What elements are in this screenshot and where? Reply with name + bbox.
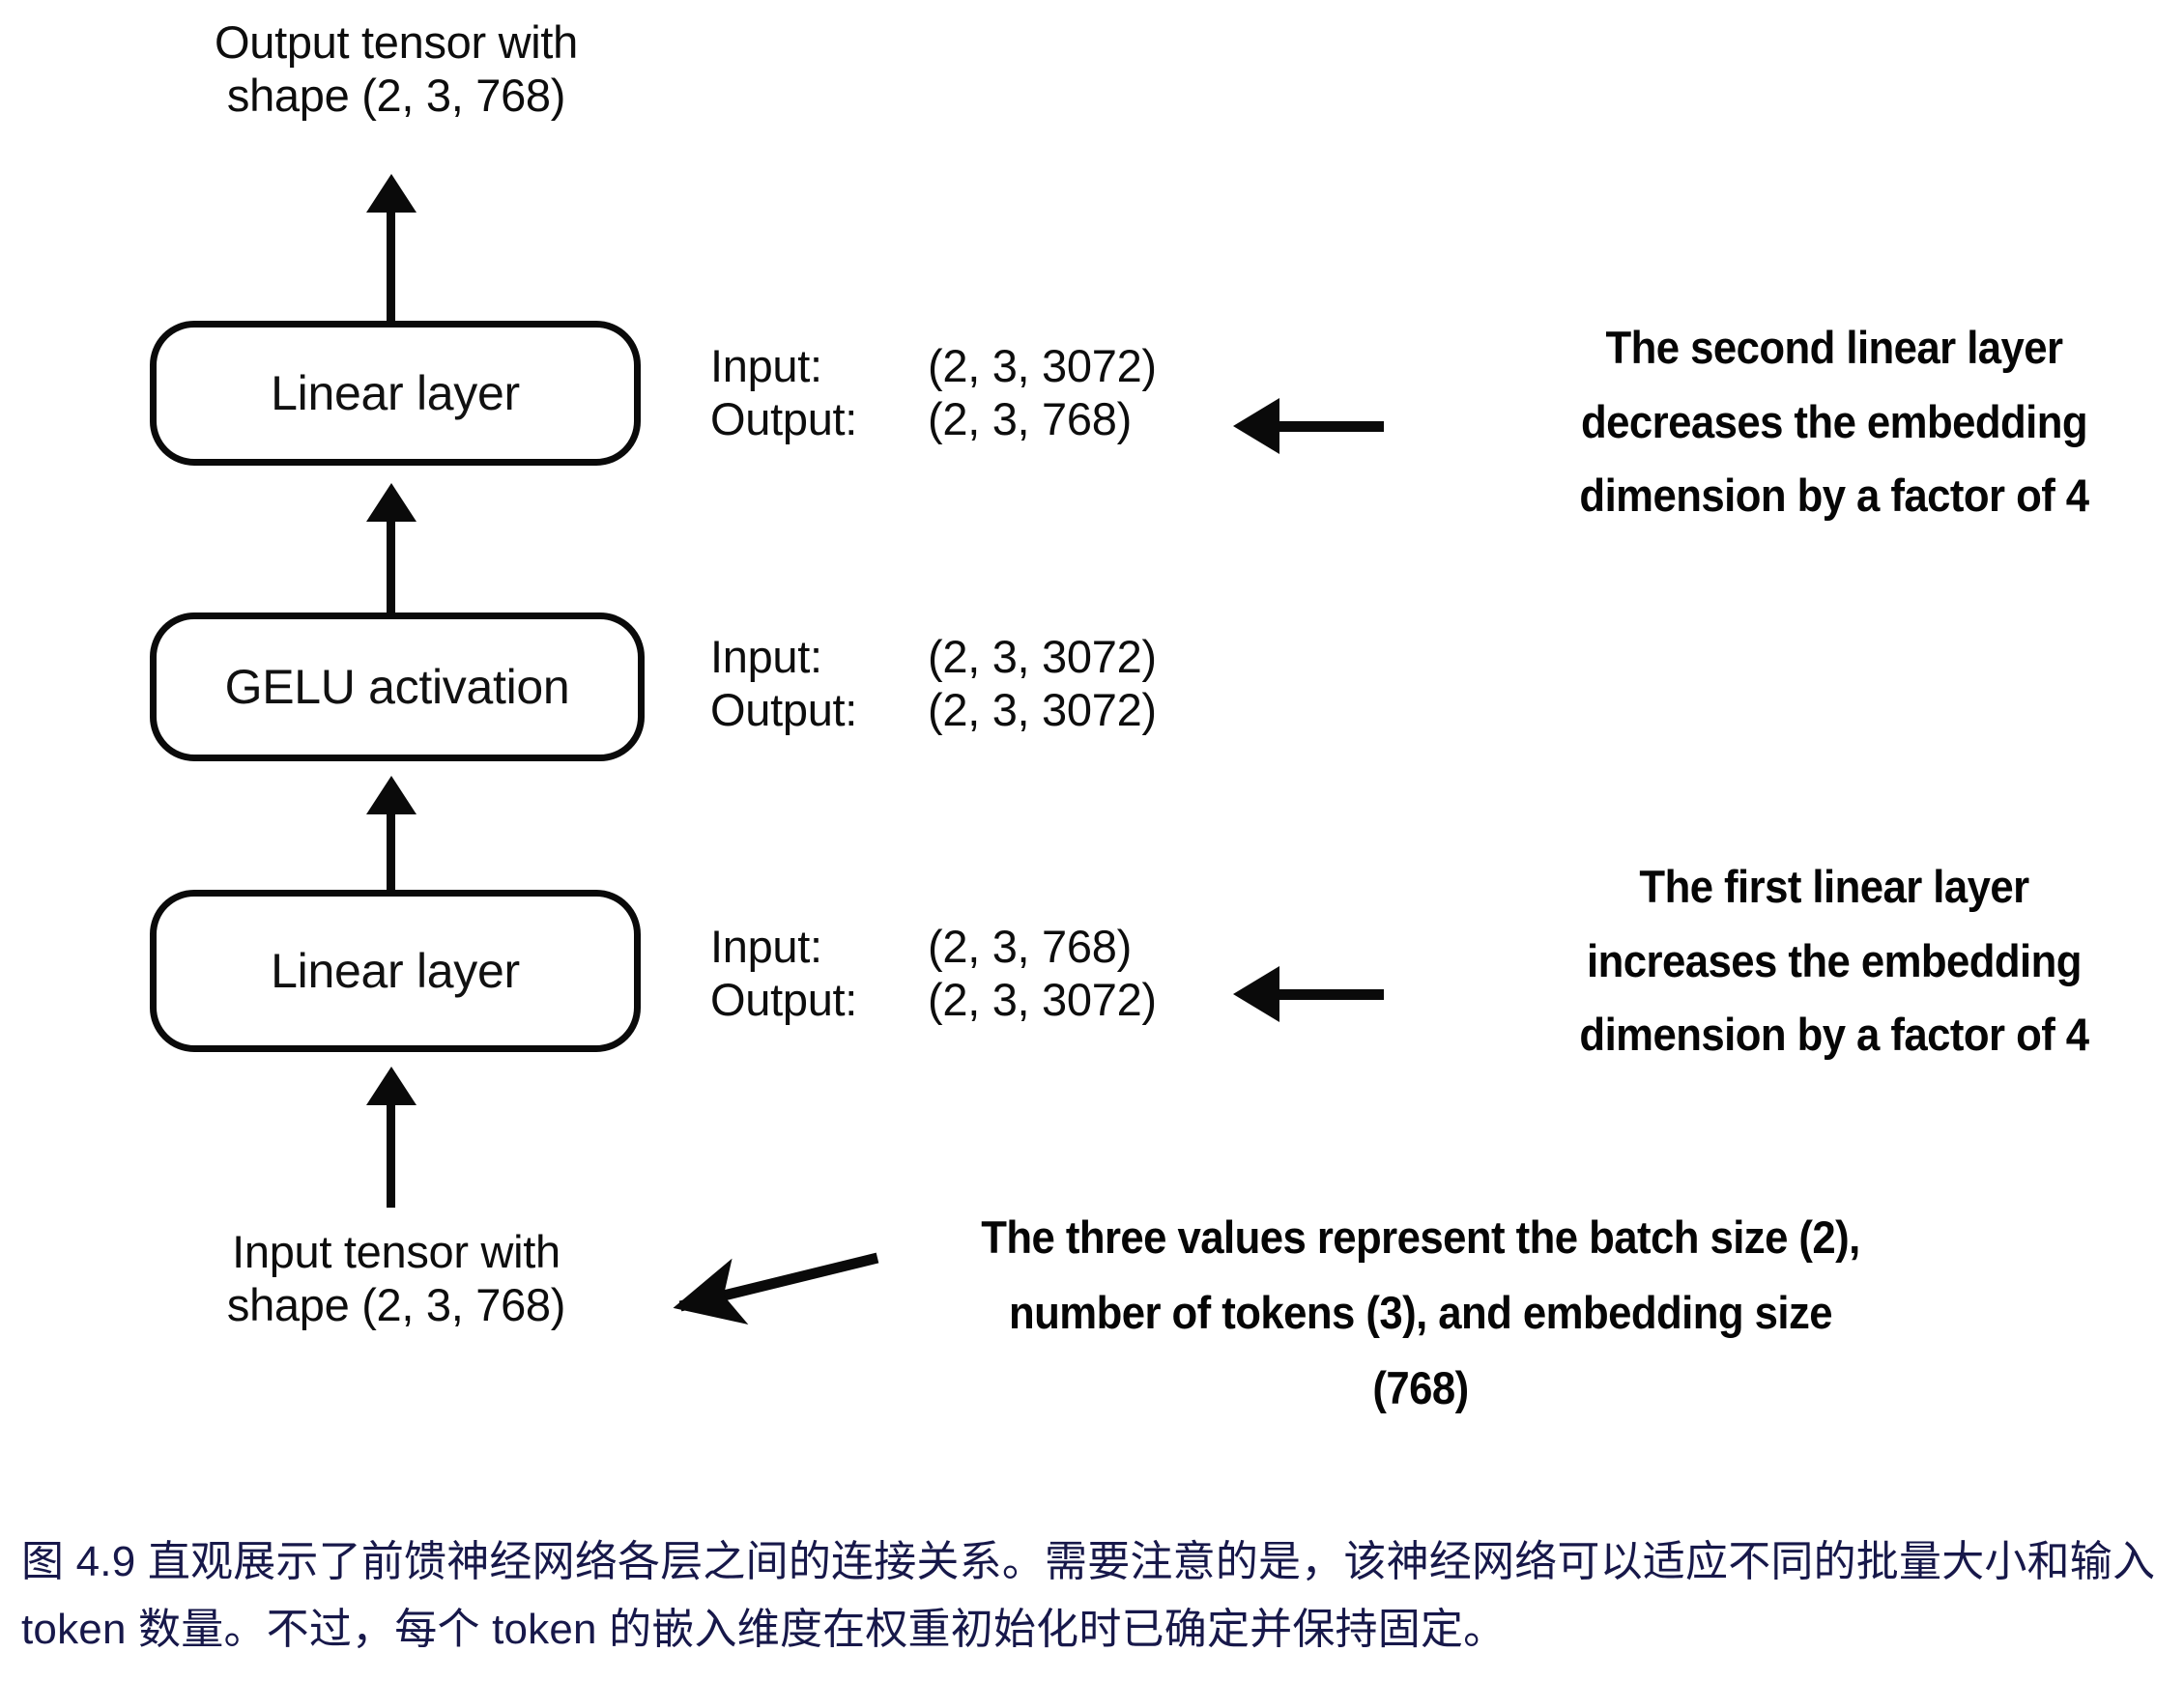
io-output-value: (2, 3, 3072) [928, 973, 1157, 1025]
arrow-left-stem-first-linear [1278, 989, 1384, 1000]
io-output-key: Output: [710, 683, 858, 735]
io-spec-linear-layer-1: Input: (2, 3, 768) Output: (2, 3, 3072) [710, 921, 1157, 1026]
arrow-up-head-gelu-to-linear2 [366, 483, 417, 522]
output-tensor-label: Output tensor with shape (2, 3, 768) [214, 16, 579, 122]
arrow-up-stem-output [387, 211, 395, 322]
node-linear-layer-2[interactable]: Linear layer [150, 321, 641, 466]
io-spec-gelu-activation: Input: (2, 3, 3072) Output: (2, 3, 3072) [710, 631, 1157, 736]
annotation-second-linear-layer: The second linear layer decreases the em… [1579, 322, 2089, 522]
arrow-up-stem-gelu-to-linear2 [387, 520, 395, 614]
io-output-key: Output: [710, 973, 858, 1025]
arrow-up-stem-linear1-to-gelu [387, 812, 395, 895]
io-input-value: (2, 3, 3072) [928, 631, 1157, 682]
node-linear-layer-1-label: Linear layer [271, 944, 520, 998]
annotation-shape-values: The three values represent the batch siz… [981, 1211, 1860, 1414]
io-input-value: (2, 3, 3072) [928, 340, 1157, 391]
arrow-up-head-output [366, 174, 417, 213]
node-linear-layer-2-label: Linear layer [271, 366, 520, 420]
arrow-up-stem-input-to-linear1 [387, 1103, 395, 1208]
io-output-row: Output: (2, 3, 768) [710, 393, 1157, 446]
io-output-value: (2, 3, 768) [928, 392, 1132, 444]
arrow-left-head-first-linear [1233, 966, 1279, 1022]
arrow-up-head-input-to-linear1 [366, 1067, 417, 1105]
node-gelu-activation-label: GELU activation [224, 660, 570, 714]
arrow-left-head-second-linear [1233, 398, 1279, 454]
io-input-row: Input: (2, 3, 768) [710, 921, 1157, 974]
figure-caption: 图 4.9 直观展示了前馈神经网络各层之间的连接关系。需要注意的是，该神经网络可… [21, 1538, 2156, 1653]
arrow-left-stem-second-linear [1278, 421, 1384, 432]
io-spec-linear-layer-2: Input: (2, 3, 3072) Output: (2, 3, 768) [710, 340, 1157, 445]
io-output-row: Output: (2, 3, 3072) [710, 684, 1157, 737]
input-tensor-label: Input tensor with shape (2, 3, 768) [226, 1226, 566, 1331]
arrow-diagonal-shape-note [673, 1252, 879, 1325]
io-output-row: Output: (2, 3, 3072) [710, 974, 1157, 1027]
io-output-key: Output: [710, 392, 858, 444]
io-input-key: Input: [710, 921, 822, 972]
annotation-first-linear-layer: The first linear layer increases the emb… [1579, 861, 2089, 1061]
io-input-row: Input: (2, 3, 3072) [710, 631, 1157, 684]
node-linear-layer-1[interactable]: Linear layer [150, 890, 641, 1052]
io-input-key: Input: [710, 340, 822, 391]
node-gelu-activation[interactable]: GELU activation [150, 613, 645, 761]
arrow-up-head-linear1-to-gelu [366, 776, 417, 814]
io-output-value: (2, 3, 3072) [928, 683, 1157, 735]
io-input-key: Input: [710, 631, 822, 682]
io-input-row: Input: (2, 3, 3072) [710, 340, 1157, 393]
io-input-value: (2, 3, 768) [928, 921, 1132, 972]
